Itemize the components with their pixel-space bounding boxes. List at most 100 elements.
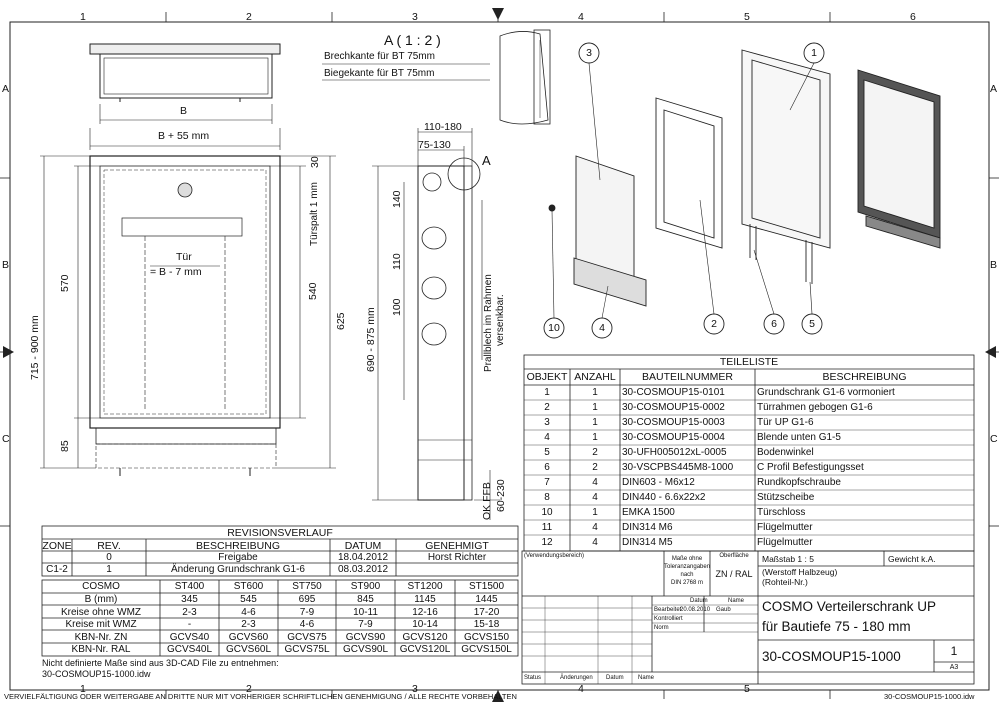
revision-cell: 0: [106, 552, 112, 563]
revision-grid: [41, 525, 519, 577]
dim-715-label: 715 - 900 mm: [29, 315, 41, 380]
norm-label: Norm: [654, 625, 669, 631]
balloon-circles: [543, 42, 825, 339]
parts-cell: 4: [592, 492, 598, 503]
parts-cell: Grundschrank G1-6 vormoniert: [757, 387, 895, 398]
toleranz-1: Maße ohne: [671, 556, 703, 562]
dim-140-label: 140: [391, 190, 403, 208]
revision-header-datum: DATUM: [344, 540, 382, 552]
variants-header: COSMO: [82, 581, 120, 592]
variants-cell: 7-9: [299, 606, 315, 618]
cad-note-file: 30-COSMOUP15-1000.idw: [42, 669, 151, 679]
parts-cell: 1: [592, 432, 598, 443]
revision-header-zone: ZONE: [42, 540, 72, 552]
parts-cell: Türrahmen gebogen G1-6: [757, 402, 873, 413]
zone-col-1-bottom: 1: [80, 683, 86, 695]
zone-col-2: 2: [246, 11, 252, 23]
variants-header: ST750: [292, 581, 322, 592]
parts-cell: DIN314 M6: [622, 522, 673, 533]
parts-cell: 10: [541, 507, 553, 518]
copyright-notice: VERVIELFÄLTIGUNG ODER WEITERGABE AN DRIT…: [4, 692, 517, 701]
variants-cell: 15-18: [473, 619, 500, 630]
bearbeitet-datum: 20.08.2010: [680, 607, 711, 613]
drawing-title-line2: für Bautiefe 75 - 180 mm: [762, 619, 911, 634]
parts-cell: 30-COSMOUP15-0003: [622, 417, 725, 428]
revision-cell: Freigabe: [218, 552, 258, 563]
dim-100-label: 100: [391, 298, 403, 316]
ok-ffb-label: OK FFB: [481, 482, 493, 520]
name2-label: Name: [638, 675, 655, 681]
zone-row-a: A: [2, 83, 10, 95]
footer-filename: 30-COSMOUP15-1000.idw: [884, 692, 975, 701]
parts-header-objekt: OBJEKT: [526, 371, 568, 383]
revision-cell: Änderung Grundschrank G1-6: [171, 564, 305, 575]
zone-row-c: C: [2, 433, 10, 445]
tuerspalt-label: Türspalt 1 mm: [309, 182, 320, 246]
parts-cell: 30-UFH005012xL-0005: [622, 447, 727, 458]
detail-a-view: [322, 29, 551, 125]
variants-cell: GCVS60: [228, 631, 269, 643]
front-elevation-view: [89, 155, 281, 476]
parts-cell: 4: [544, 432, 550, 443]
parts-cell: 2: [592, 447, 598, 458]
cad-note: Nicht definierte Maße sind aus 3D-CAD Fi…: [42, 658, 279, 668]
zone-col-1: 1: [80, 11, 86, 23]
detail-marker: A: [482, 153, 491, 168]
parts-cell: 4: [592, 522, 598, 533]
centering-marks: [3, 8, 996, 702]
versenkbar-label: versenkbar.: [495, 294, 506, 346]
variants-cell: 695: [298, 594, 316, 605]
parts-cell: 11: [541, 522, 553, 533]
kontrolliert-label: Kontrolliert: [654, 616, 683, 622]
dim-690-label: 690 - 875 mm: [365, 307, 377, 372]
parts-cell: Bodenwinkel: [757, 447, 814, 458]
parts-cell: 1: [544, 387, 550, 398]
variants-cell: GCVS75L: [284, 644, 330, 655]
balloon-5: 5: [809, 318, 815, 330]
parts-cell: Türschloss: [757, 507, 806, 518]
variants-cell: 12-16: [412, 606, 438, 618]
parts-cell: 12: [541, 537, 553, 548]
variants-header: ST900: [350, 581, 381, 592]
parts-cell: Stützscheibe: [757, 492, 815, 503]
zone-col-3: 3: [412, 11, 418, 23]
parts-cell: 4: [592, 537, 598, 548]
front-plan-view: [89, 43, 281, 102]
parts-cell: 2: [544, 402, 550, 413]
zone-col-3-bottom: 3: [412, 683, 418, 695]
parts-cell: 5: [544, 447, 550, 458]
parts-cell: 30-VSCPBS445M8-1000: [622, 462, 734, 473]
variants-cell: GCVS90: [345, 631, 386, 643]
parts-header-bauteilnummer: BAUTEILNUMMER: [641, 371, 733, 383]
zone-col-5-bottom: 5: [744, 683, 750, 695]
detail-title: A ( 1 : 2 ): [384, 32, 441, 48]
variants-cell: B (mm): [84, 594, 118, 605]
variants-cell: GCVS150: [463, 631, 510, 643]
parts-cell: C Profil Befestigungsset: [757, 462, 864, 473]
parts-cell: DIN440 - 6.6x22x2: [622, 492, 706, 503]
variants-cell: GCVS120: [402, 631, 448, 643]
parts-cell: Flügelmutter: [757, 522, 813, 533]
parts-cell: 1: [592, 402, 598, 413]
label-biegekante: Biegekante für BT 75mm: [324, 68, 435, 79]
zone-row-a-right: A: [990, 83, 998, 95]
revision-cell: 18.04.2012: [337, 552, 389, 563]
balloon-2: 2: [711, 318, 717, 330]
parts-cell: 4: [592, 477, 598, 488]
dim-b: [89, 104, 281, 150]
variants-cell: Kreise mit WMZ: [65, 619, 137, 630]
variants-cell: GCVS40: [169, 631, 210, 643]
aenderung-label: Änderungen: [560, 675, 593, 681]
title-block-subgrid: [522, 596, 758, 684]
variants-cell: GCVS150L: [461, 644, 512, 655]
parts-cell: 1: [592, 417, 598, 428]
zone-col-5: 5: [744, 11, 750, 23]
variants-header: ST1500: [468, 581, 505, 592]
front-dimension-lines: [40, 155, 336, 469]
variants-cell: 545: [240, 594, 257, 605]
revision-header-beschreibung: BESCHREIBUNG: [195, 540, 280, 552]
side-dimension-lines: [372, 128, 500, 520]
variants-cell: 4-6: [299, 619, 315, 630]
